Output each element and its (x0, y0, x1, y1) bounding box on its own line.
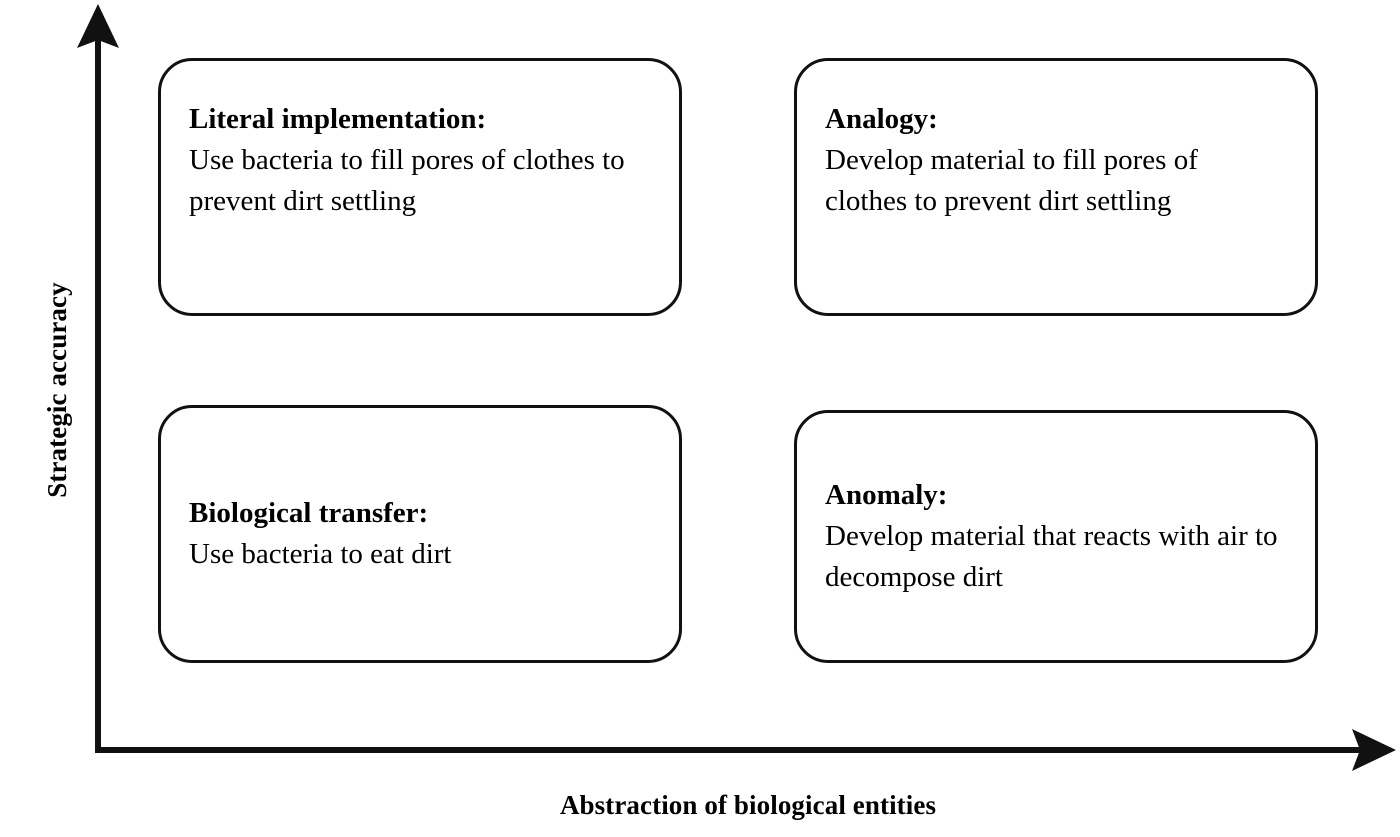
x-axis-label: Abstraction of biological entities (559, 790, 937, 820)
quadrant-title-separator: : (937, 479, 948, 511)
quadrant-box-anomaly[interactable]: Anomaly: Develop material that reacts wi… (794, 410, 1318, 663)
x-axis-arrowhead (1352, 729, 1396, 771)
quadrant-title-text: Analogy (825, 103, 929, 135)
quadrant-title-text: Literal implementation (189, 103, 477, 135)
quadrant-title-text: Anomaly (825, 479, 938, 511)
quadrant-box-biological-transfer[interactable]: Biological transfer: Use bacteria to eat… (158, 405, 682, 663)
quadrant-title-separator: : (418, 497, 429, 529)
quadrant-body: Use bacteria to fill pores of clothes to… (189, 144, 625, 217)
quadrant-body: Develop material to fill pores of clothe… (825, 144, 1198, 217)
quadrant-title: Literal implementation: (189, 99, 651, 140)
quadrant-title-separator: : (928, 103, 938, 135)
y-axis-arrowhead (77, 4, 119, 48)
quadrant-box-literal-implementation[interactable]: Literal implementation: Use bacteria to … (158, 58, 682, 316)
quadrant-title: Biological transfer: (189, 493, 651, 534)
quadrant-title: Analogy: (825, 99, 1287, 140)
quadrant-title-separator: : (476, 103, 487, 135)
quadrant-title-text: Biological transfer (189, 497, 419, 529)
quadrant-body: Use bacteria to eat dirt (189, 538, 452, 570)
quadrant-title: Anomaly: (825, 475, 1287, 516)
y-axis-label: Strategic accuracy (42, 282, 72, 498)
quadrant-box-analogy[interactable]: Analogy: Develop material to fill pores … (794, 58, 1318, 316)
quadrant-body: Develop material that reacts with air to… (825, 520, 1278, 593)
